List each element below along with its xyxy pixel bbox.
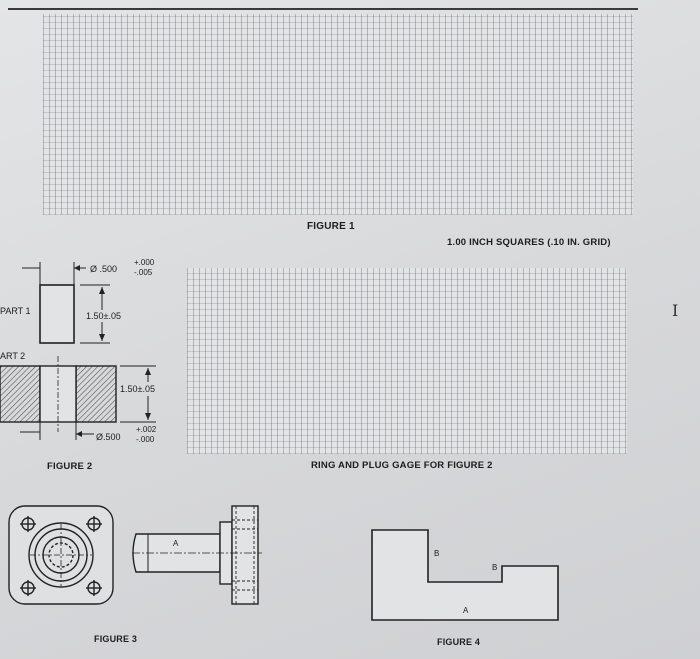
text-cursor-icon: I — [672, 301, 679, 320]
part1-tol-lower: -.005 — [134, 268, 153, 277]
figure4-label-b2: B — [492, 563, 498, 572]
part2-diameter: Ø.500 — [96, 432, 121, 442]
top-rule — [8, 8, 638, 10]
part1-length: 1.50±.05 — [86, 311, 121, 321]
figure3-flange-front-view — [8, 505, 114, 605]
figure4-label-b1: B — [434, 549, 440, 558]
part1-plug-drawing — [22, 262, 110, 344]
gage-caption: RING AND PLUG GAGE FOR FIGURE 2 — [311, 460, 493, 471]
figure1-caption: FIGURE 1 — [307, 221, 355, 232]
grid-note: 1.00 INCH SQUARES (.10 IN. GRID) — [447, 237, 611, 248]
gage-grid — [187, 268, 627, 454]
figure2-caption: FIGURE 2 — [47, 461, 93, 472]
figure1-grid — [43, 14, 633, 215]
part1-diameter: Ø .500 — [90, 264, 118, 274]
figure4-step-block — [371, 529, 559, 621]
figure4-caption: FIGURE 4 — [437, 637, 481, 647]
part2-length: 1.50±.05 — [120, 384, 155, 394]
part2-ring-drawing — [0, 356, 156, 440]
figure3-caption: FIGURE 3 — [94, 634, 138, 644]
part2-label: ART 2 — [0, 351, 26, 361]
part2-tol-lower: -.000 — [136, 435, 155, 444]
part1-tol-upper: +.000 — [134, 258, 155, 267]
part2-tol-upper: +.002 — [136, 425, 157, 434]
figure4-label-a: A — [463, 606, 469, 615]
figure3-label-a: A — [173, 539, 179, 548]
figure3-flange-side-view — [132, 505, 262, 605]
part1-label: PART 1 — [0, 306, 31, 316]
